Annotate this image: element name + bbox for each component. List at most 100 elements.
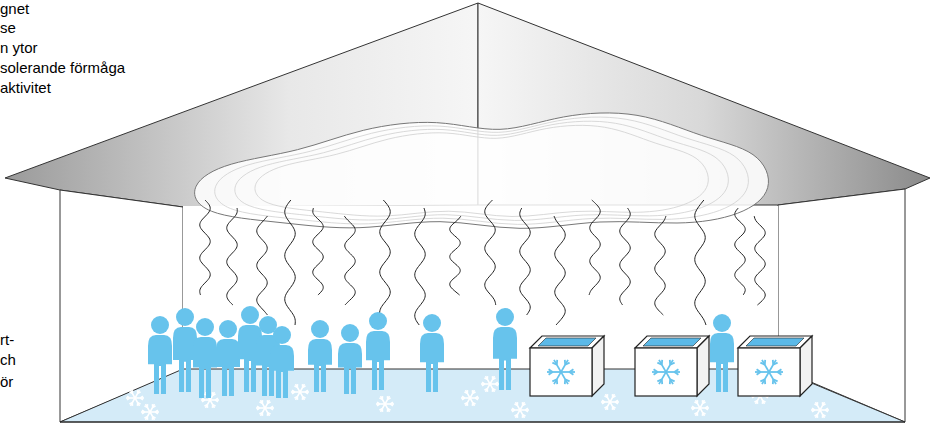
heat-wave-line bbox=[227, 208, 238, 305]
heat-wave-line bbox=[554, 216, 565, 325]
person-body bbox=[308, 339, 332, 392]
note-fragment: aktivitet bbox=[0, 79, 51, 97]
freezer-side bbox=[800, 336, 812, 396]
snowflake-branch bbox=[522, 415, 524, 418]
people-group bbox=[148, 306, 734, 398]
heat-cloud bbox=[195, 113, 769, 228]
snowflake-branch bbox=[144, 417, 147, 418]
snowflake-branch bbox=[492, 389, 494, 392]
person-silhouette bbox=[270, 326, 294, 398]
snowflake-branch bbox=[525, 410, 528, 412]
snowflake-branch bbox=[773, 363, 777, 365]
floor-edge bbox=[60, 421, 905, 422]
snowflake-branch bbox=[669, 379, 671, 384]
person-head bbox=[311, 320, 329, 338]
snowflake-branch bbox=[674, 372, 678, 375]
snowflake-branch bbox=[466, 390, 468, 393]
person-silhouette bbox=[308, 320, 332, 392]
snowflake-branch bbox=[472, 403, 474, 406]
snowflake-branch bbox=[670, 363, 674, 365]
snowflake-icon bbox=[141, 404, 159, 420]
person-silhouette bbox=[338, 324, 362, 394]
freezer-screen bbox=[538, 338, 596, 346]
cloud-outline bbox=[215, 117, 749, 224]
snowflake-icon bbox=[481, 376, 499, 392]
snowflake-branch bbox=[760, 379, 764, 381]
heat-wave-line bbox=[285, 200, 296, 325]
snowflake-branch bbox=[654, 369, 658, 372]
heat-wave-line bbox=[735, 208, 745, 295]
snowflake-branch bbox=[602, 400, 605, 402]
note-fragment: gnet bbox=[0, 0, 29, 18]
snowflake-branch bbox=[703, 402, 706, 403]
freezer-top bbox=[738, 336, 812, 348]
cloud-outline bbox=[195, 113, 769, 228]
snowflake-branch bbox=[204, 405, 207, 406]
snowflake-branch bbox=[213, 394, 216, 395]
person-body bbox=[338, 343, 362, 394]
snowflake-branch bbox=[613, 396, 616, 397]
snowflake-branch bbox=[473, 392, 476, 393]
snowflake-branch bbox=[379, 409, 382, 410]
snowflake-branch bbox=[822, 415, 824, 418]
snowflake-branch bbox=[606, 394, 608, 397]
person-silhouette bbox=[148, 316, 172, 394]
person-head bbox=[341, 324, 359, 342]
heat-wave-line bbox=[485, 200, 496, 305]
snowflake-branch bbox=[615, 402, 618, 404]
heat-wave-line bbox=[695, 200, 706, 325]
snowflake-branch bbox=[137, 403, 139, 406]
snowflake-icon bbox=[547, 360, 575, 384]
heat-wave-line bbox=[344, 216, 355, 305]
snowflake-branch bbox=[777, 372, 781, 375]
snowflake-branch bbox=[816, 402, 818, 405]
snowflake-branch bbox=[549, 369, 553, 372]
freezer-screen bbox=[746, 338, 804, 346]
snowflake-branch bbox=[657, 379, 661, 381]
snowflake-branch bbox=[692, 406, 695, 408]
heat-waves bbox=[200, 200, 765, 325]
snowflake-branch bbox=[825, 410, 828, 412]
person-body bbox=[493, 327, 517, 390]
note-fragment: solerande förmåga bbox=[0, 59, 125, 77]
person-body bbox=[148, 335, 172, 394]
freezer-screen bbox=[643, 338, 701, 346]
snowflake-branch bbox=[294, 397, 297, 398]
person-body bbox=[193, 337, 217, 398]
note-fragment: rt- bbox=[0, 331, 14, 349]
snowflake-branch bbox=[390, 404, 393, 406]
snowflake-branch bbox=[270, 408, 273, 410]
heat-wave-line bbox=[620, 208, 630, 305]
freezer-box bbox=[635, 336, 709, 396]
person-silhouette bbox=[193, 318, 217, 398]
heat-wave-line bbox=[415, 208, 425, 325]
heat-wave-line bbox=[257, 216, 268, 315]
snowflake-branch bbox=[565, 363, 569, 365]
snowflake-branch bbox=[138, 392, 141, 393]
snowflake-branch bbox=[705, 408, 708, 410]
heat-wave-line bbox=[589, 200, 600, 295]
snowflake-branch bbox=[142, 410, 145, 412]
person-body bbox=[710, 333, 734, 392]
snowflake-branch bbox=[514, 415, 517, 416]
snowflake-branch bbox=[812, 408, 815, 410]
house-structure bbox=[5, 3, 930, 422]
snowflake-branch bbox=[215, 400, 218, 402]
snowflake-icon bbox=[755, 360, 783, 384]
snowflake-branch bbox=[754, 401, 757, 402]
note-fragment: se bbox=[0, 19, 16, 37]
snowflake-branch bbox=[462, 396, 465, 398]
snowflake-icon bbox=[511, 402, 529, 418]
person-head bbox=[423, 314, 441, 332]
heat-wave-line bbox=[655, 216, 666, 315]
snowflake-branch bbox=[155, 412, 158, 414]
snowflake-branch bbox=[152, 417, 154, 420]
snowflake-branch bbox=[292, 390, 295, 392]
snowflake-branch bbox=[132, 390, 134, 393]
snowflake-branch bbox=[482, 382, 485, 384]
snowflake-branch bbox=[140, 398, 143, 400]
snowflake-branch bbox=[486, 376, 488, 379]
freezer-front bbox=[738, 348, 800, 396]
cloud-outline bbox=[235, 121, 729, 220]
